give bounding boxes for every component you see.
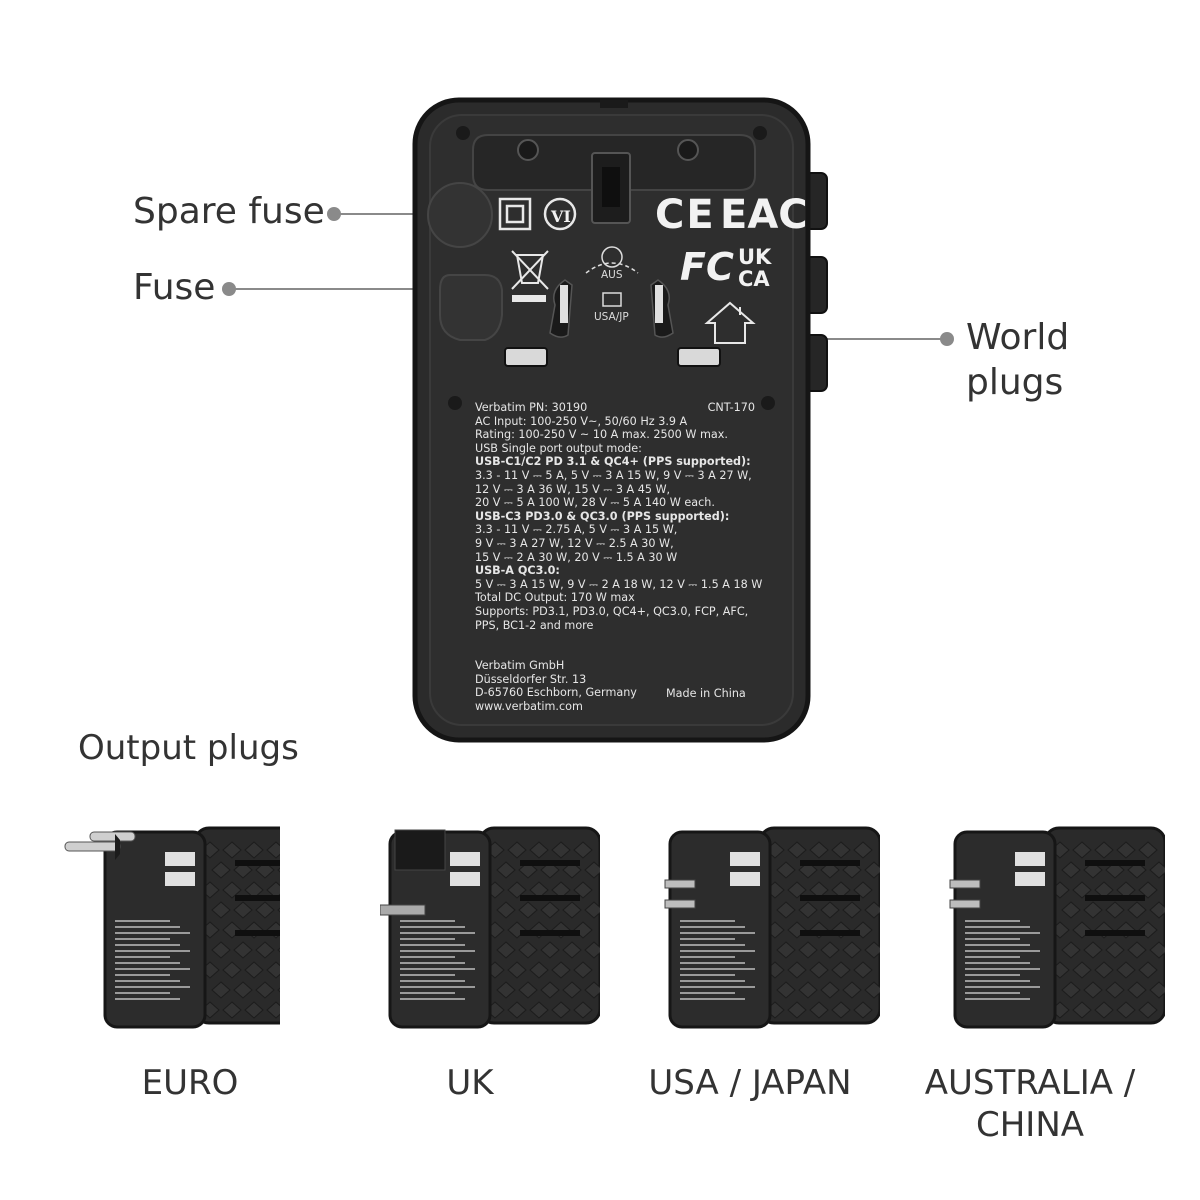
spec-line: USB Single port output mode: xyxy=(475,441,642,455)
adapter-device xyxy=(412,97,828,743)
ce-mark: CE xyxy=(655,192,716,238)
ukca-mark-ca: CA xyxy=(738,267,770,291)
plug-label-2: UK xyxy=(446,1063,494,1103)
world-plugs-label-line2: plugs xyxy=(966,362,1064,403)
address-line: www.verbatim.com xyxy=(475,700,583,714)
spec-line: 15 V ⎓ 2 A 30 W, 20 V ⎓ 1.5 A 30 W xyxy=(475,550,678,564)
fcc-mark: FC xyxy=(680,245,734,289)
output-plugs-title: Output plugs xyxy=(78,728,299,768)
fuse-cover xyxy=(439,274,503,341)
fuse-line xyxy=(229,288,461,290)
spec-line: Total DC Output: 170 W max xyxy=(475,591,635,605)
eac-mark: EAC xyxy=(720,192,808,238)
world-plug-pins xyxy=(549,279,674,338)
world-plugs-dot xyxy=(940,332,954,346)
australia-china-plug-icon xyxy=(949,826,1165,1029)
spec-line: AC Input: 100-250 V~, 50/60 Hz 3.9 A xyxy=(475,414,688,428)
address-line: Verbatim GmbH xyxy=(475,659,565,673)
house-icon xyxy=(704,301,756,344)
plug-label-1: EURO xyxy=(141,1063,239,1103)
address-line: Düsseldorfer Str. 13 xyxy=(475,672,587,686)
world-plugs-label-line1: World xyxy=(966,317,1070,358)
weee-bin-icon xyxy=(511,250,549,290)
spec-line: 3.3 - 11 V ⎓ 2.75 A, 5 V ⎓ 3 A 15 W, xyxy=(475,523,678,537)
spec-line: PPS, BC1-2 and more xyxy=(475,618,594,632)
spec-line: 12 V ⎓ 3 A 36 W, 15 V ⎓ 3 A 45 W, xyxy=(475,482,671,496)
ukca-mark-uk: UK xyxy=(738,245,772,269)
spec-line: Supports: PD3.1, PD3.0, QC4+, QC3.0, FCP… xyxy=(475,604,749,618)
spec-line: Rating: 100-250 V ~ 10 A max. 2500 W max… xyxy=(475,428,728,442)
uk-plug-icon xyxy=(380,826,600,1029)
class-vi-mark: VI xyxy=(551,207,571,226)
usa-jp-label: USA/JP xyxy=(594,311,629,323)
spec-line: USB-C1/C2 PD 3.1 & QC4+ (PPS supported): xyxy=(475,455,751,469)
fuse-label: Fuse xyxy=(133,267,216,308)
world-plugs-line xyxy=(740,338,944,340)
spec-line: Verbatim PN: 30190 xyxy=(475,401,588,414)
address-line: D-65760 Eschborn, Germany xyxy=(475,686,637,700)
made-in-label: Made in China xyxy=(666,687,746,700)
spec-line: 20 V ⎓ 5 A 100 W, 28 V ⎓ 5 A 140 W each. xyxy=(475,496,715,510)
spare-fuse-cover xyxy=(427,182,493,248)
plug-label-4: AUSTRALIA / CHINA xyxy=(924,1063,1136,1145)
spare-fuse-label: Spare fuse xyxy=(133,191,325,232)
spec-line: USB-A QC3.0: xyxy=(475,564,560,578)
spare-fuse-line xyxy=(334,213,459,215)
spec-line: USB-C3 PD3.0 & QC3.0 (PPS supported): xyxy=(475,509,730,523)
euro-plug-icon xyxy=(64,826,280,1029)
spec-line: 9 V ⎓ 3 A 27 W, 12 V ⎓ 2.5 A 30 W, xyxy=(475,536,674,550)
usa-japan-plug-icon xyxy=(664,826,880,1029)
model-number: CNT-170 xyxy=(707,401,755,414)
aus-label: AUS xyxy=(601,269,623,281)
plug-label-3: USA / JAPAN xyxy=(648,1063,852,1103)
spec-line: 3.3 - 11 V ⎓ 5 A, 5 V ⎓ 3 A 15 W, 9 V ⎓ … xyxy=(475,468,752,482)
spec-line: 5 V ⎓ 3 A 15 W, 9 V ⎓ 2 A 18 W, 12 V ⎓ 1… xyxy=(475,577,763,591)
